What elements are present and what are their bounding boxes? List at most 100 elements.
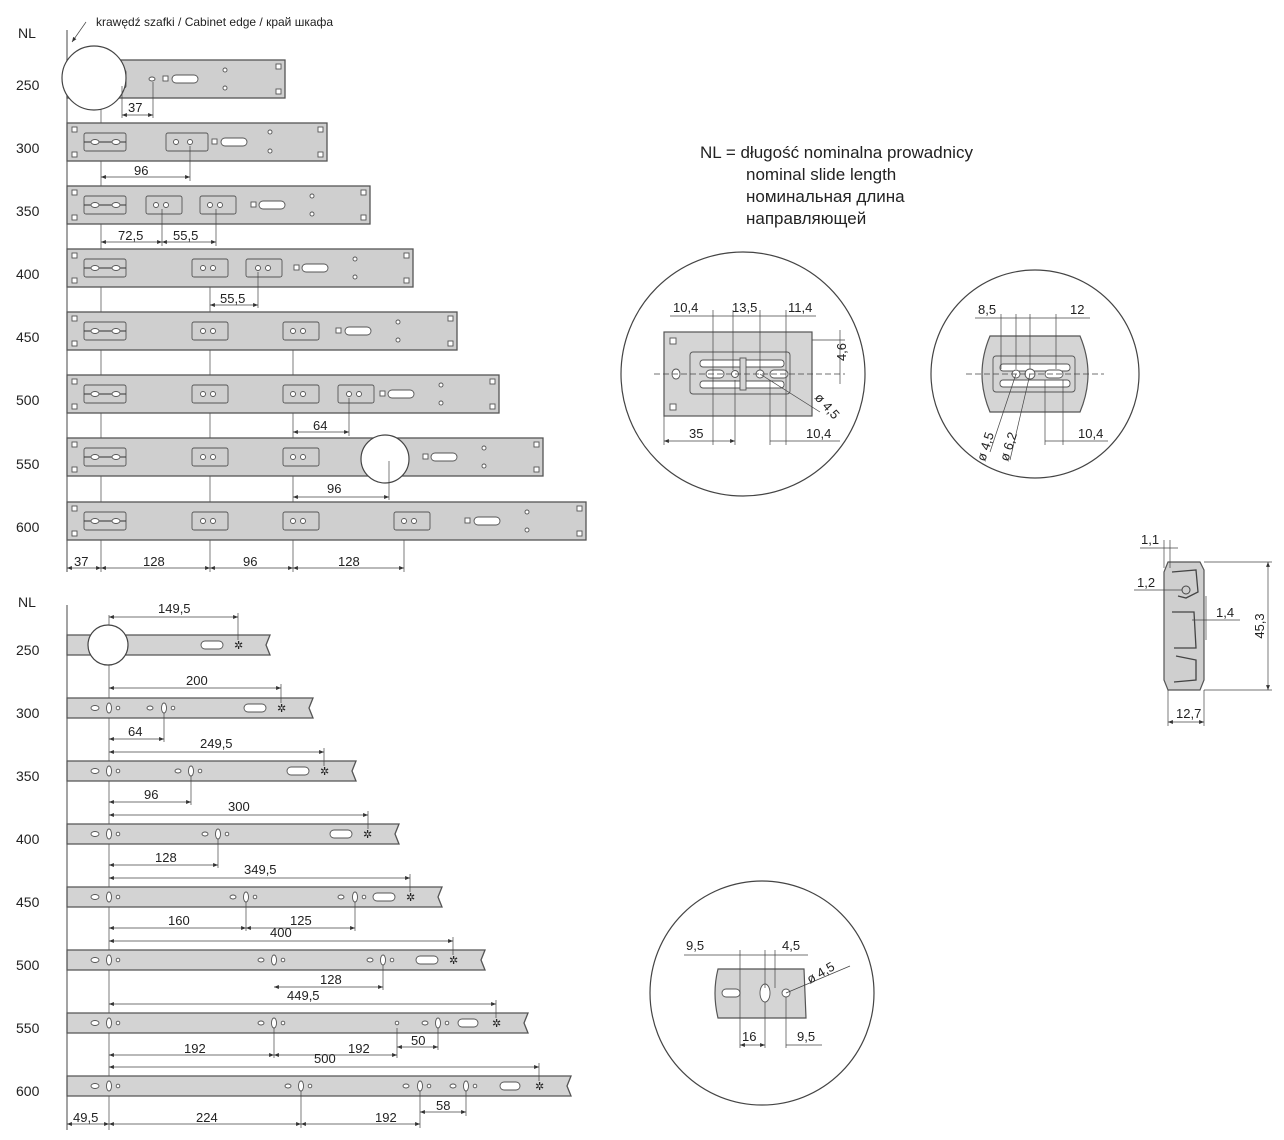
- top-rail-350: [66, 185, 371, 225]
- top-dim-250: 37: [128, 100, 142, 115]
- svg-text:✲: ✲: [363, 829, 372, 841]
- bottom-dim-350b: 96: [144, 787, 158, 802]
- bottom-rail-550: ✲: [66, 1012, 529, 1034]
- detail1-dim-b: 13,5: [732, 300, 757, 315]
- bottom-dim-500b: 128: [320, 972, 342, 987]
- detail2-dim-a: 8,5: [978, 302, 996, 317]
- profile-dim-c: 1,4: [1216, 605, 1234, 620]
- legend-line-4: направляющей: [746, 209, 866, 228]
- top-dim-400: 55,5: [220, 291, 245, 306]
- top-bottom-dim-2: 128: [143, 554, 165, 569]
- top-dim-350b: 55,5: [173, 228, 198, 243]
- svg-text:✲: ✲: [277, 703, 286, 715]
- detail1-dim-d: 4,6: [834, 343, 849, 361]
- detail-circle-1: 10,4 13,5 11,4 4,6 ø 4,5 35 10,4: [620, 251, 866, 497]
- bottom-bottom-dim-1: 49,5: [73, 1110, 98, 1125]
- bottom-dim-500a: 400: [270, 925, 292, 940]
- detail-circle-2: 8,5 12 ø 4,5 ø 6,2 10,4: [930, 269, 1140, 479]
- bottom-dim-450a: 349,5: [244, 862, 277, 877]
- bottom-dim-600a: 500: [314, 1051, 336, 1066]
- top-bottom-dim-3: 96: [243, 554, 257, 569]
- nl-legend: NL = długość nominalna prowadnicy nomina…: [700, 143, 973, 228]
- svg-text:✲: ✲: [320, 766, 329, 778]
- top-rail-500: [66, 374, 500, 414]
- top-row-label-500: 500: [16, 392, 40, 408]
- bottom-dim-550b: 192: [184, 1041, 206, 1056]
- bottom-dim-250: 149,5: [158, 601, 191, 616]
- bottom-rail-500: ✲: [66, 949, 486, 971]
- bottom-rail-450: ✲: [66, 886, 443, 908]
- bottom-rail-250: ✲: [66, 624, 271, 666]
- profile-dim-e: 12,7: [1176, 706, 1201, 721]
- top-dim-350a: 72,5: [118, 228, 143, 243]
- bottom-row-label-600: 600: [16, 1083, 40, 1099]
- bottom-dim-550d: 50: [411, 1033, 425, 1048]
- bottom-dim-400b: 128: [155, 850, 177, 865]
- detail3-dim-a: 9,5: [686, 938, 704, 953]
- cabinet-edge-note: krawędź szafki / Cabinet edge / край шка…: [96, 15, 333, 29]
- top-rail-600: [66, 501, 587, 541]
- top-dim-300: 96: [134, 163, 148, 178]
- top-row-label-400: 400: [16, 266, 40, 282]
- bottom-nl-header: NL: [18, 594, 36, 610]
- bottom-row-label-500: 500: [16, 957, 40, 973]
- detail1-dim-a: 10,4: [673, 300, 698, 315]
- top-rail-450: [66, 311, 458, 351]
- detail1-dim-c: 11,4: [788, 300, 812, 315]
- legend-line-2: nominal slide length: [746, 165, 896, 184]
- svg-text:✲: ✲: [406, 892, 415, 904]
- top-bottom-dim-4: 128: [338, 554, 360, 569]
- profile-dim-a: 1,1: [1141, 532, 1159, 547]
- bottom-row-label-550: 550: [16, 1020, 40, 1036]
- top-row-label-300: 300: [16, 140, 40, 156]
- profile-dim-b: 1,2: [1137, 575, 1155, 590]
- top-row-label-600: 600: [16, 519, 40, 535]
- bottom-dim-550a: 449,5: [287, 988, 320, 1003]
- slide-profile: 1,1 1,2 1,4 45,3 12,7: [1134, 532, 1272, 726]
- detail-circle-3: 9,5 4,5 ø 4,5 16 9,5: [649, 880, 875, 1106]
- svg-text:✲: ✲: [492, 1018, 501, 1030]
- top-row-label-550: 550: [16, 456, 40, 472]
- top-rail-550: [66, 434, 544, 484]
- detail2-dim-e: 10,4: [1078, 426, 1103, 441]
- top-section: NL krawędź szafki / Cabinet edge / край …: [16, 15, 587, 572]
- bottom-dim-550c: 192: [348, 1041, 370, 1056]
- bottom-dim-300a: 200: [186, 673, 208, 688]
- bottom-bottom-dim-4: 58: [436, 1098, 450, 1113]
- top-dim-550: 96: [327, 481, 341, 496]
- profile-dim-d: 45,3: [1252, 613, 1267, 638]
- bottom-dim-300b: 64: [128, 724, 142, 739]
- detail1-dim-g: 10,4: [806, 426, 831, 441]
- detail3-dim-e: 9,5: [797, 1029, 815, 1044]
- bottom-dim-400a: 300: [228, 799, 250, 814]
- bottom-dim-450b: 160: [168, 913, 190, 928]
- detail2-dim-b: 12: [1070, 302, 1084, 317]
- svg-text:✲: ✲: [449, 955, 458, 967]
- detail3-dim-b: 4,5: [782, 938, 800, 953]
- top-dim-500: 64: [313, 418, 327, 433]
- bottom-bottom-dim-2: 224: [196, 1110, 218, 1125]
- bottom-rail-600: ✲: [66, 1075, 572, 1097]
- bottom-rail-400: ✲: [66, 823, 400, 845]
- bottom-rail-300: ✲: [66, 697, 314, 719]
- legend-line-3: номинальная длина: [746, 187, 905, 206]
- bottom-row-label-300: 300: [16, 705, 40, 721]
- top-rail-300: [66, 122, 328, 162]
- bottom-dim-450c: 125: [290, 913, 312, 928]
- top-rail-400: [66, 248, 414, 288]
- bottom-row-label-450: 450: [16, 894, 40, 910]
- detail1-dim-f: 35: [689, 426, 703, 441]
- bottom-row-label-350: 350: [16, 768, 40, 784]
- top-nl-header: NL: [18, 25, 36, 41]
- top-row-label-350: 350: [16, 203, 40, 219]
- bottom-rail-350: ✲: [66, 760, 357, 782]
- top-row-label-250: 250: [16, 77, 40, 93]
- top-bottom-dim-1: 37: [74, 554, 88, 569]
- svg-text:✲: ✲: [535, 1081, 544, 1093]
- svg-text:✲: ✲: [234, 640, 243, 652]
- bottom-row-label-400: 400: [16, 831, 40, 847]
- top-row-label-450: 450: [16, 329, 40, 345]
- legend-line-1: NL = długość nominalna prowadnicy: [700, 143, 973, 162]
- bottom-row-label-250: 250: [16, 642, 40, 658]
